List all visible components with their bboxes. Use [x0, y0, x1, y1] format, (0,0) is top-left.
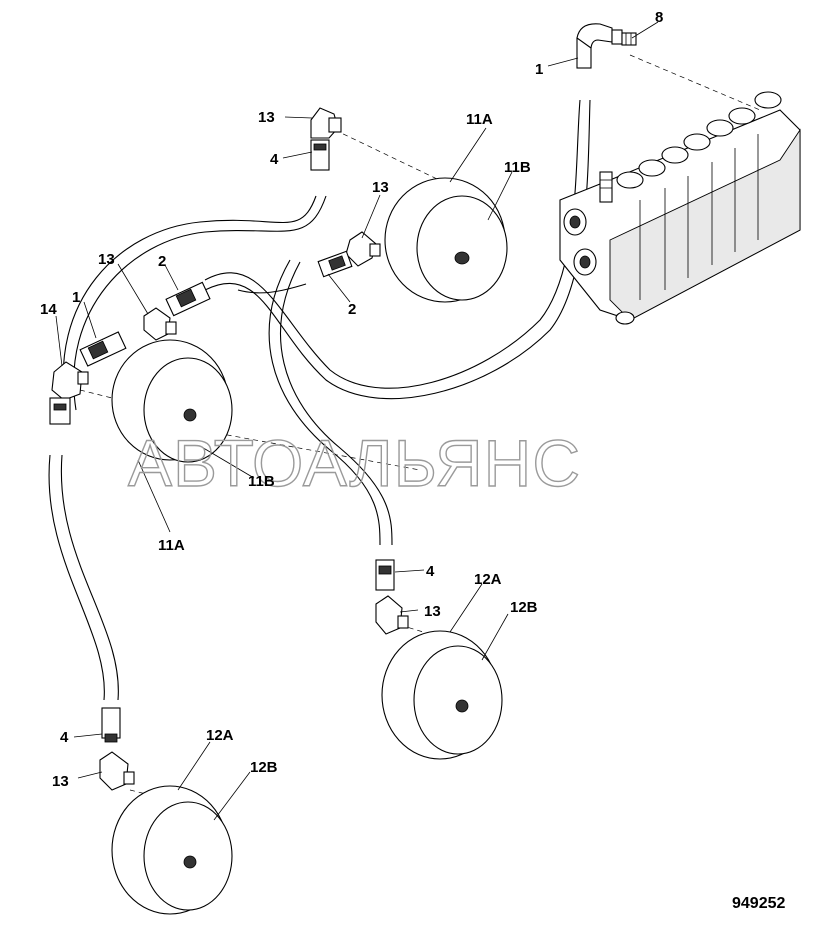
callout-14: 14: [40, 301, 57, 318]
cylinder-left: [111, 339, 233, 463]
callout-12a-right: 12A: [474, 571, 502, 588]
callout-2-mid: 2: [348, 301, 356, 318]
callout-4-right: 4: [426, 563, 435, 580]
callout-13-mid: 13: [372, 179, 389, 196]
callout-1-top: 1: [535, 61, 543, 78]
callout-12b-bottom: 12B: [250, 759, 278, 776]
callout-12b-right: 12B: [510, 599, 538, 616]
callout-2-left: 2: [158, 253, 166, 270]
control-valve-block: [559, 91, 801, 325]
callout-13-bottom: 13: [52, 773, 69, 790]
callout-4-bottom: 4: [60, 729, 69, 746]
callout-12a-bottom: 12A: [206, 727, 234, 744]
callout-4-top: 4: [270, 151, 279, 168]
cylinder-bottom-left: [111, 785, 233, 915]
cylinder-upper-right: [384, 177, 508, 303]
callout-11a-left: 11A: [158, 537, 185, 554]
leader-lines: [55, 21, 659, 821]
callout-8: 8: [655, 9, 663, 26]
figure-number: 949252: [732, 895, 785, 912]
fitting-elbow-14: [49, 331, 127, 425]
callout-13-top: 13: [258, 109, 275, 126]
callout-11b-left: 11B: [248, 473, 275, 490]
fitting-elbow-13-mid: [317, 231, 381, 278]
fitting-elbow-13-left: [143, 281, 211, 341]
callout-13-left: 13: [98, 251, 115, 268]
valve-sections: [639, 134, 759, 300]
callout-labels: 1 8 13 4 11A 11B 13 2 13 2 14 1 11B 11A …: [40, 9, 663, 790]
fitting-elbow-13-bottom-left: [99, 707, 135, 791]
fitting-elbow-13-lower-right: [375, 559, 409, 635]
valve-spools: [616, 91, 782, 189]
fitting-elbow-13-top: [310, 107, 342, 171]
callout-13-right: 13: [424, 603, 441, 620]
top-elbow-fitting: [576, 23, 637, 69]
callout-11b-top: 11B: [504, 159, 531, 176]
watermark-text: АВТОАЛЬЯНС: [128, 426, 581, 500]
callout-11a-top: 11A: [466, 111, 493, 128]
callout-1-left: 1: [72, 289, 80, 306]
cylinder-lower-right: [381, 630, 503, 760]
